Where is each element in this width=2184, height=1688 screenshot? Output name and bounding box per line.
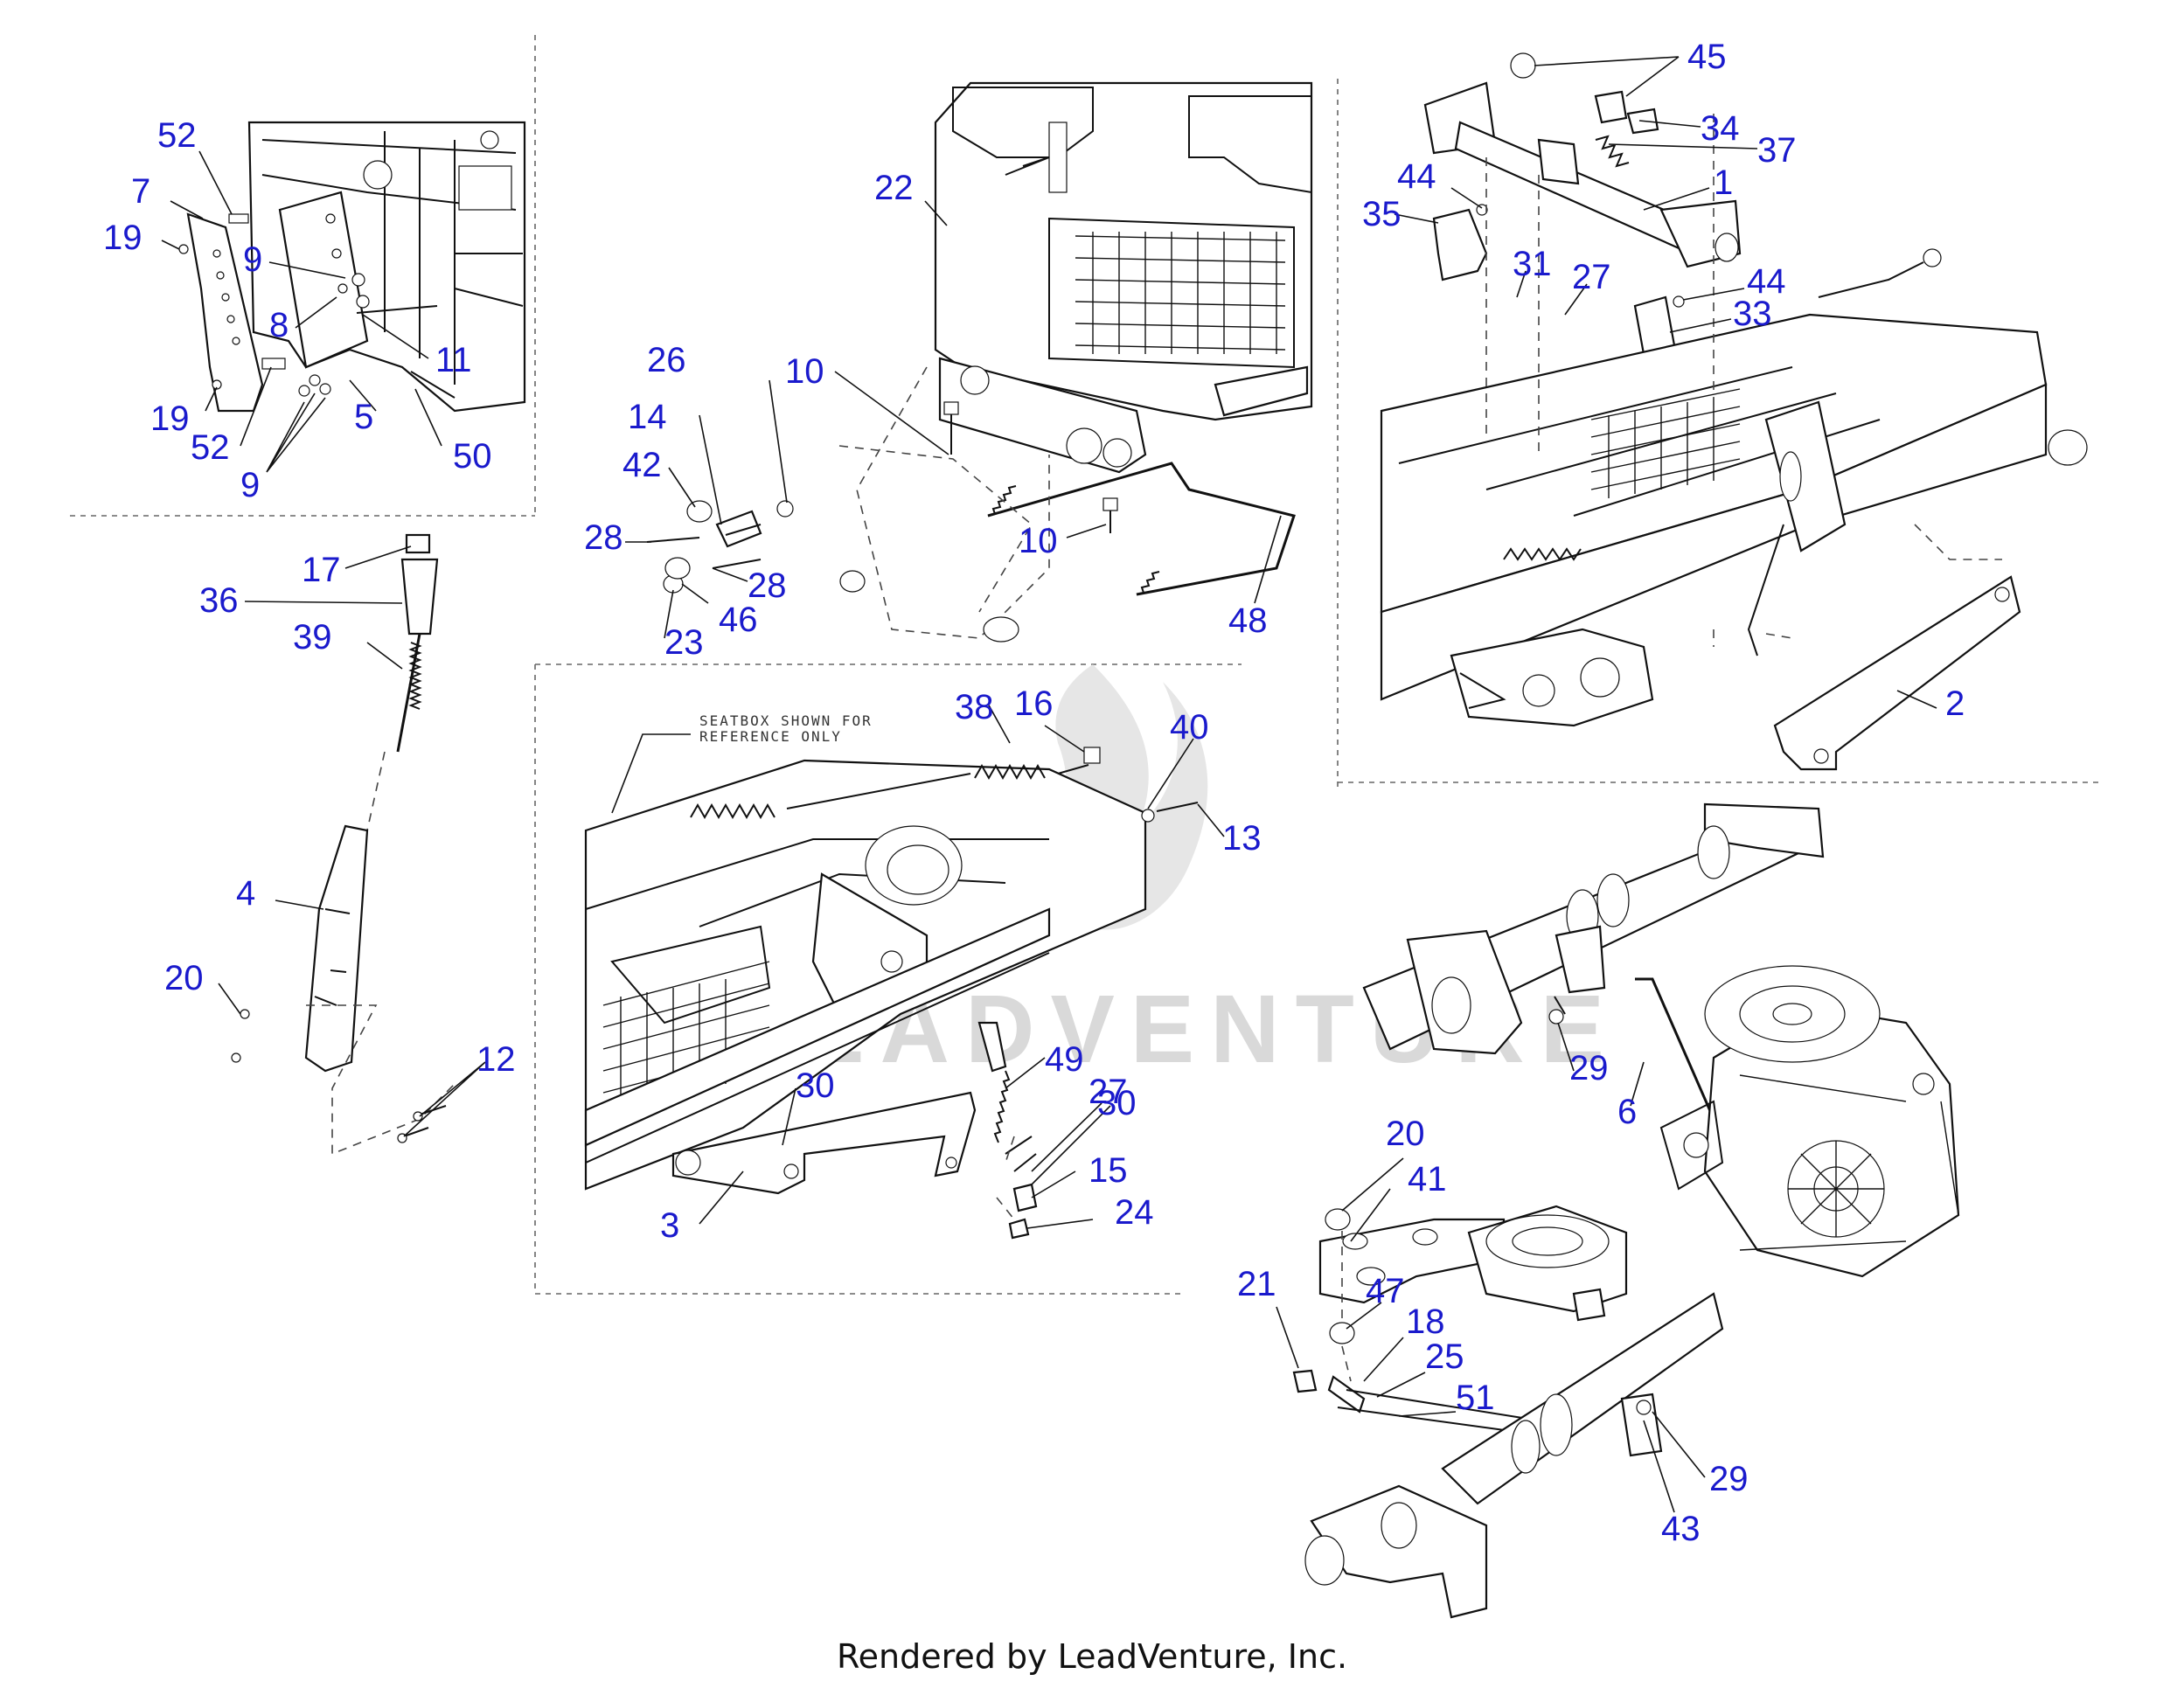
part-label-8[interactable]: 8 [269, 306, 289, 344]
part-label-35[interactable]: 35 [1362, 195, 1402, 233]
part-label-4[interactable]: 4 [236, 874, 255, 913]
part-label-23[interactable]: 23 [664, 623, 704, 662]
part-labels: 52 7 19 9 8 11 19 52 5 50 9 17 36 39 4 2… [103, 38, 1965, 1548]
note-line-2: REFERENCE ONLY [699, 728, 842, 745]
part-label-49[interactable]: 49 [1045, 1040, 1084, 1079]
part-label-30[interactable]: 30 [1097, 1084, 1137, 1122]
part-label-26[interactable]: 26 [647, 341, 686, 379]
part-label-27[interactable]: 27 [1572, 258, 1611, 296]
part-label-29[interactable]: 29 [1569, 1049, 1609, 1087]
part-label-25[interactable]: 25 [1425, 1337, 1464, 1376]
part-label-50[interactable]: 50 [453, 437, 492, 476]
part-label-19[interactable]: 19 [150, 399, 190, 438]
part-label-20[interactable]: 20 [164, 959, 204, 997]
part-label-52[interactable]: 52 [157, 116, 197, 155]
section-shaft-frame [1380, 52, 2088, 771]
part-label-22[interactable]: 22 [874, 169, 914, 207]
part-label-28[interactable]: 28 [584, 518, 623, 557]
section-seat-frame [646, 81, 1313, 643]
part-label-41[interactable]: 41 [1408, 1160, 1447, 1198]
part-label-7[interactable]: 7 [131, 172, 150, 211]
part-label-38[interactable]: 38 [955, 688, 994, 726]
section-dividers [70, 35, 2098, 1295]
section-transaxle [1292, 802, 1960, 1619]
part-label-46[interactable]: 46 [719, 601, 758, 639]
part-label-28[interactable]: 28 [748, 566, 787, 605]
part-label-48[interactable]: 48 [1228, 601, 1268, 640]
part-label-14[interactable]: 14 [628, 398, 667, 436]
part-label-27[interactable]: 27 [1089, 1073, 1128, 1111]
part-label-30[interactable]: 30 [796, 1066, 835, 1105]
part-label-1[interactable]: 1 [1714, 163, 1733, 202]
part-label-12[interactable]: 12 [476, 1040, 516, 1079]
section-bracket-assembly [178, 121, 526, 413]
part-label-5[interactable]: 5 [354, 398, 373, 436]
part-label-36[interactable]: 36 [199, 581, 239, 620]
part-label-44[interactable]: 44 [1747, 262, 1786, 301]
part-label-42[interactable]: 42 [623, 446, 662, 484]
part-label-40[interactable]: 40 [1170, 708, 1209, 747]
frame-grille [1590, 388, 1741, 498]
seat-grille [1075, 232, 1286, 354]
part-label-19[interactable]: 19 [103, 219, 143, 257]
part-label-10[interactable]: 10 [1019, 522, 1058, 560]
part-label-21[interactable]: 21 [1237, 1265, 1276, 1303]
part-label-11[interactable]: 11 [435, 341, 472, 379]
note-line-1: SEATBOX SHOWN FOR [699, 712, 873, 729]
leader-lines [161, 56, 1937, 1513]
part-label-2[interactable]: 2 [1945, 684, 1965, 723]
section-seatbox: SEATBOX SHOWN FOR REFERENCE ONLY [584, 712, 1199, 1240]
part-label-16[interactable]: 16 [1014, 684, 1054, 723]
seatbox-grille [602, 961, 770, 1101]
part-label-18[interactable]: 18 [1406, 1302, 1445, 1341]
part-label-45[interactable]: 45 [1687, 38, 1727, 76]
part-label-43[interactable]: 43 [1661, 1510, 1701, 1548]
part-label-52[interactable]: 52 [191, 428, 230, 467]
part-label-20[interactable]: 20 [1386, 1115, 1425, 1153]
part-label-31[interactable]: 31 [1513, 245, 1552, 283]
part-label-9[interactable]: 9 [243, 240, 262, 279]
part-label-9[interactable]: 9 [240, 466, 260, 504]
part-label-39[interactable]: 39 [293, 618, 332, 656]
part-label-34[interactable]: 34 [1701, 109, 1740, 148]
part-label-15[interactable]: 15 [1089, 1151, 1128, 1190]
part-label-17[interactable]: 17 [302, 551, 341, 589]
part-label-10[interactable]: 10 [785, 352, 824, 391]
footer-credit: Rendered by LeadVenture, Inc. [837, 1637, 1347, 1676]
part-label-13[interactable]: 13 [1222, 819, 1262, 858]
part-label-24[interactable]: 24 [1115, 1193, 1154, 1232]
part-label-51[interactable]: 51 [1456, 1379, 1495, 1417]
part-label-29[interactable]: 29 [1709, 1460, 1749, 1498]
section-rod-assembly [231, 533, 456, 1156]
part-label-33[interactable]: 33 [1733, 295, 1772, 333]
part-label-37[interactable]: 37 [1757, 131, 1797, 170]
part-label-3[interactable]: 3 [660, 1206, 679, 1245]
part-label-47[interactable]: 47 [1366, 1272, 1405, 1310]
part-label-6[interactable]: 6 [1617, 1093, 1637, 1131]
part-label-44[interactable]: 44 [1397, 157, 1436, 196]
